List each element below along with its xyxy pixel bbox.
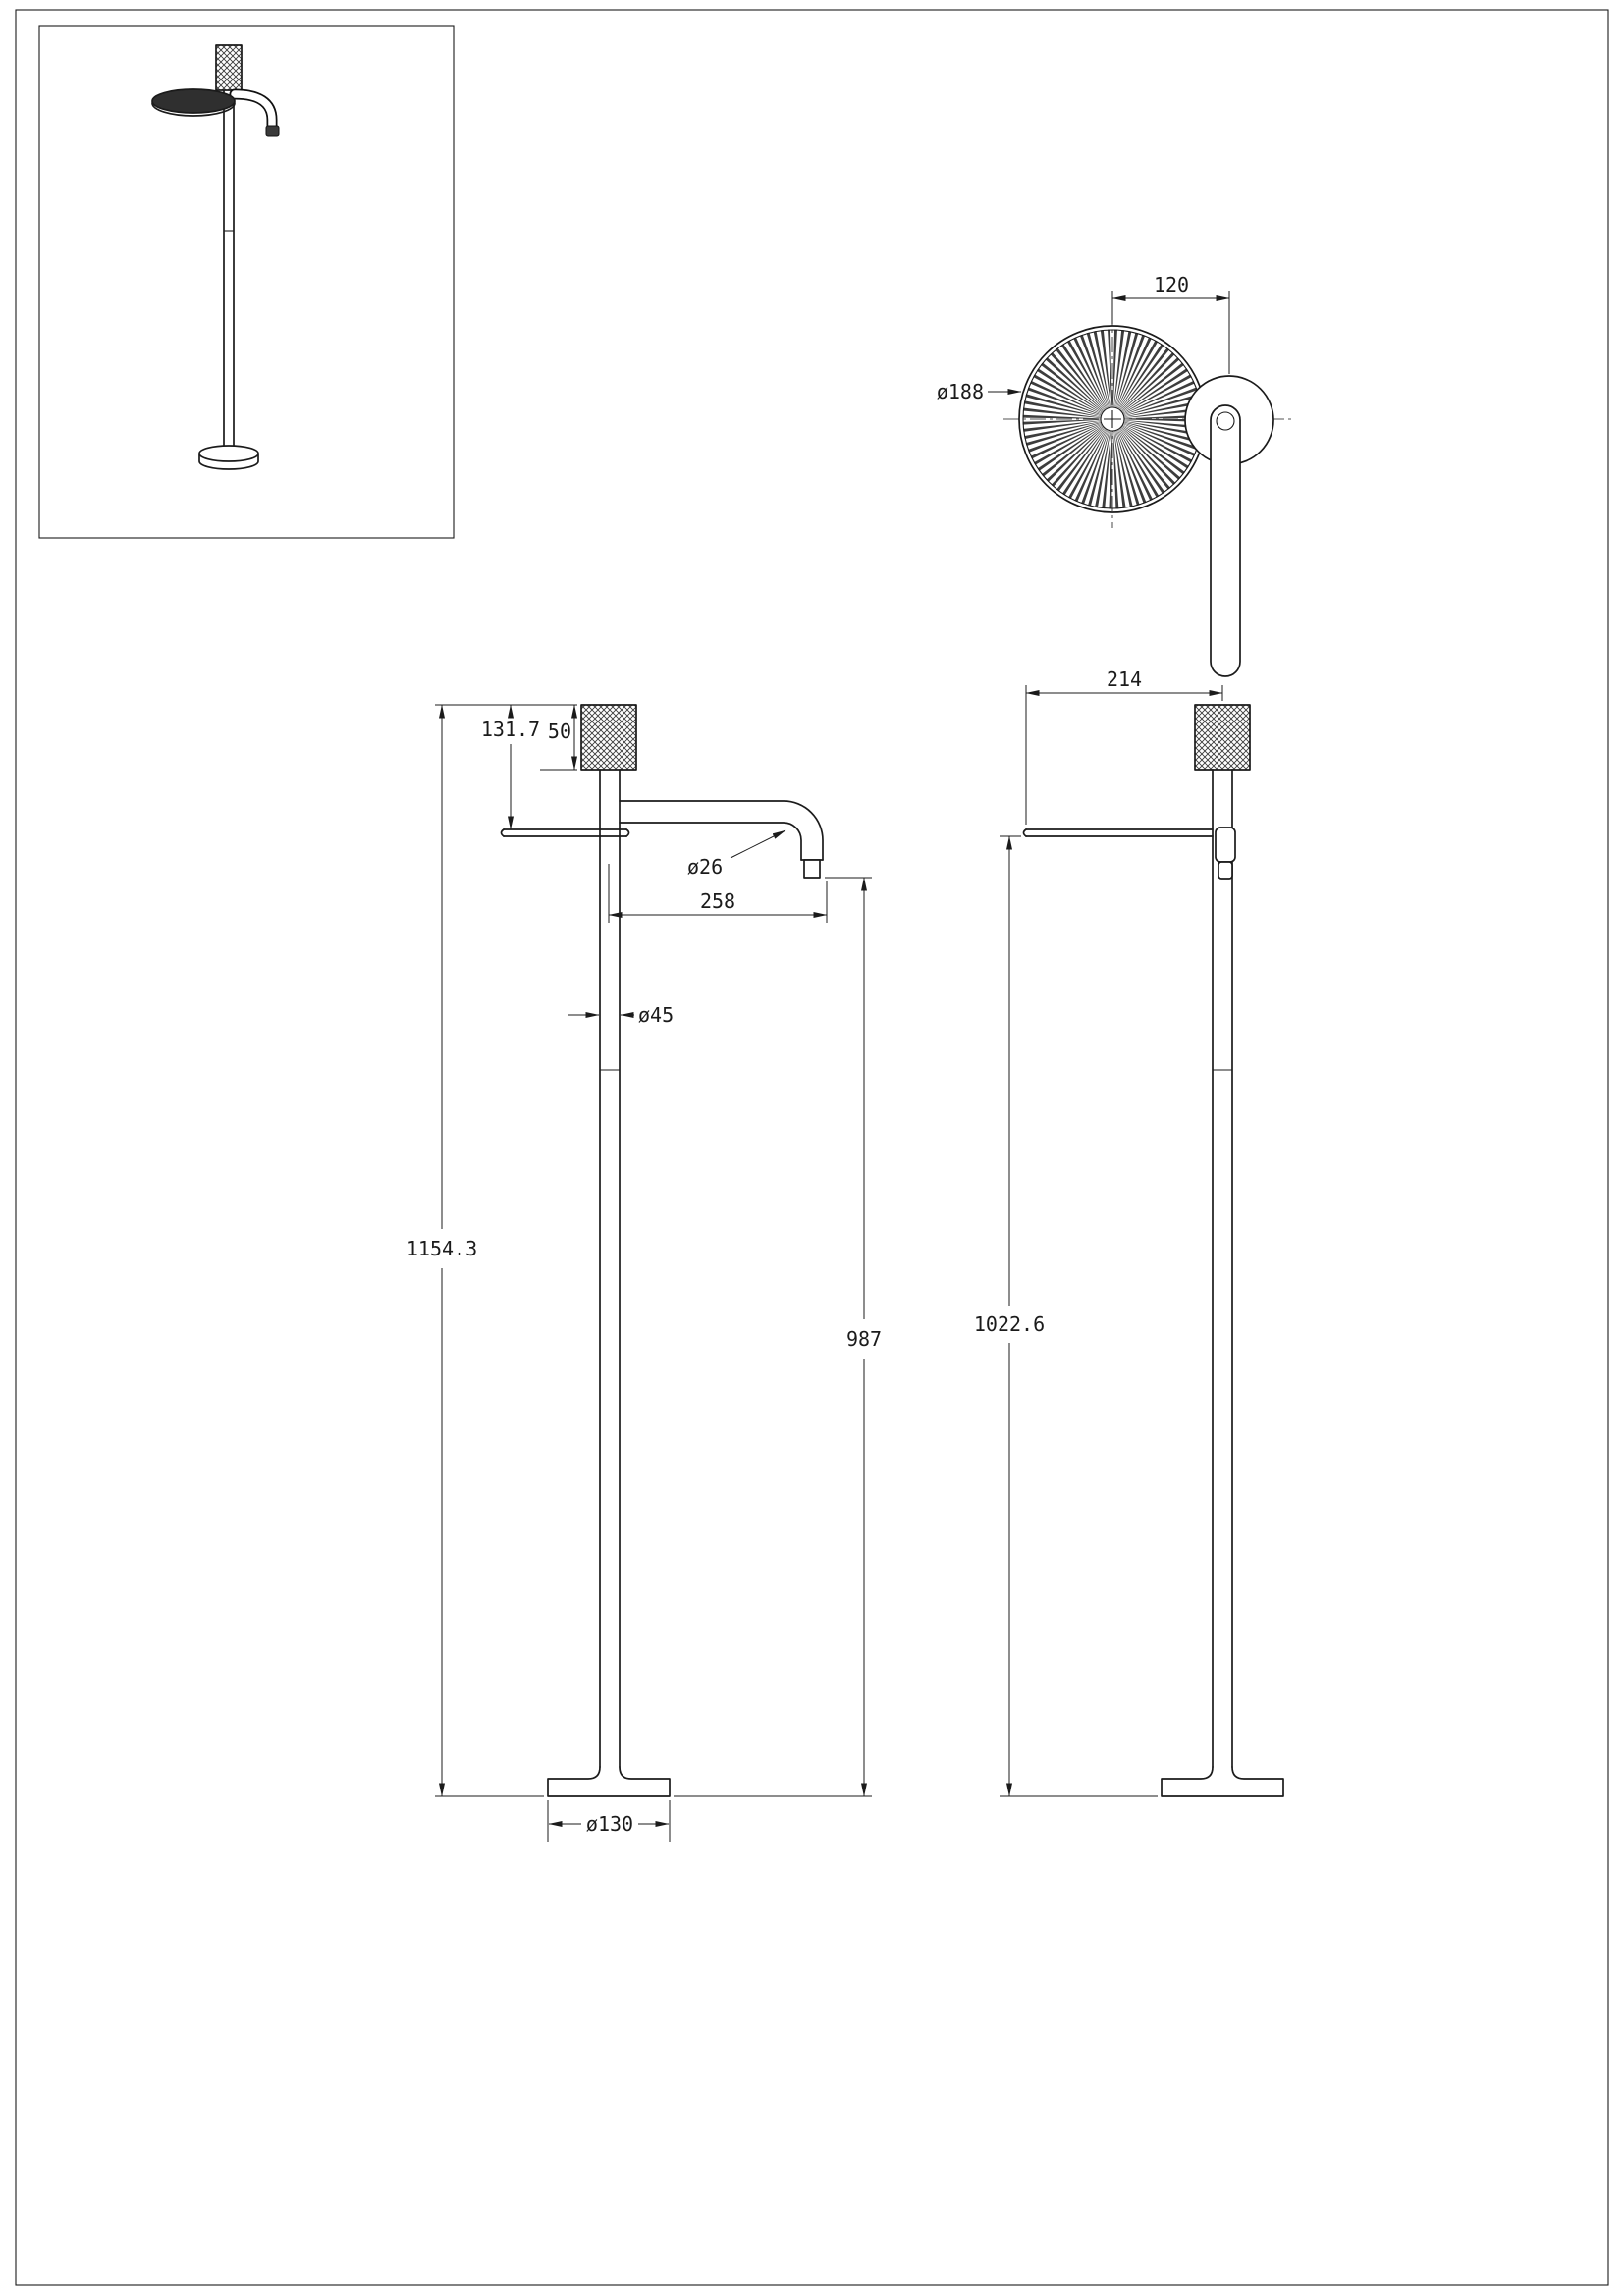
- dim-text-spout-reach: 258: [700, 889, 735, 913]
- shower-disc-knurl-texture: [1022, 329, 1203, 509]
- dim-outlet-height: 987: [674, 877, 882, 1797]
- dim-text-deck-depth: 214: [1107, 667, 1142, 691]
- dim-text-head-diameter: ø188: [937, 380, 984, 403]
- inset-deck-disc: [151, 88, 236, 114]
- dim-text-knurl-height: 50: [548, 720, 571, 743]
- dim-overall-height: 1154.3: [406, 704, 544, 1797]
- spout-aerator: [803, 859, 821, 879]
- spout-outer: [619, 800, 824, 861]
- side-knurl-handle: [1194, 704, 1251, 771]
- dim-column-diameter: ø45: [568, 1003, 674, 1027]
- front-base: [547, 1766, 671, 1797]
- inset-knurl-handle: [215, 44, 243, 91]
- dim-spout-reach: 258: [608, 864, 828, 923]
- side-spout: [1215, 827, 1236, 863]
- top-view: 120 ø188: [937, 273, 1294, 677]
- front-view: 50 131.7 ø26 258 ø45 1154.3: [406, 704, 882, 1842]
- dim-text-deck-height: 1022.6: [974, 1312, 1045, 1336]
- inset-base: [198, 445, 259, 462]
- dim-knurl-height: 50: [435, 704, 577, 771]
- dim-base-diameter: ø130: [547, 1800, 671, 1842]
- dim-text-outlet-height: 987: [846, 1327, 882, 1351]
- dim-spout-diameter: ø26: [687, 829, 786, 879]
- lever-handle: [1210, 404, 1241, 677]
- dim-text-overall-height: 1154.3: [406, 1237, 477, 1260]
- dim-text-spout-diameter: ø26: [687, 855, 723, 879]
- inset-frame: [38, 25, 455, 539]
- sheet-border: [15, 9, 1609, 2286]
- dim-handle-offset: 120: [1111, 273, 1230, 374]
- inset-perspective-view: [38, 25, 455, 539]
- dim-text-top-to-deck: 131.7: [481, 718, 540, 741]
- dim-deck-height: 1022.6: [974, 835, 1158, 1797]
- dim-head-diameter: ø188: [937, 380, 1022, 403]
- dim-text-base-diameter: ø130: [586, 1812, 633, 1836]
- dim-deck-depth: 214: [1025, 667, 1223, 825]
- dim-top-to-deck: 131.7: [481, 704, 540, 830]
- inset-spout-tip: [265, 125, 280, 137]
- side-spout-tip: [1218, 861, 1233, 880]
- spout-inner: [619, 822, 802, 861]
- dim-text-handle-offset: 120: [1154, 273, 1189, 296]
- dim-text-column-diameter: ø45: [638, 1003, 674, 1027]
- front-knurl-handle: [580, 704, 637, 771]
- side-view: 214 1022.6: [974, 667, 1284, 1797]
- handle-boss: [1216, 411, 1235, 431]
- side-base: [1161, 1766, 1284, 1797]
